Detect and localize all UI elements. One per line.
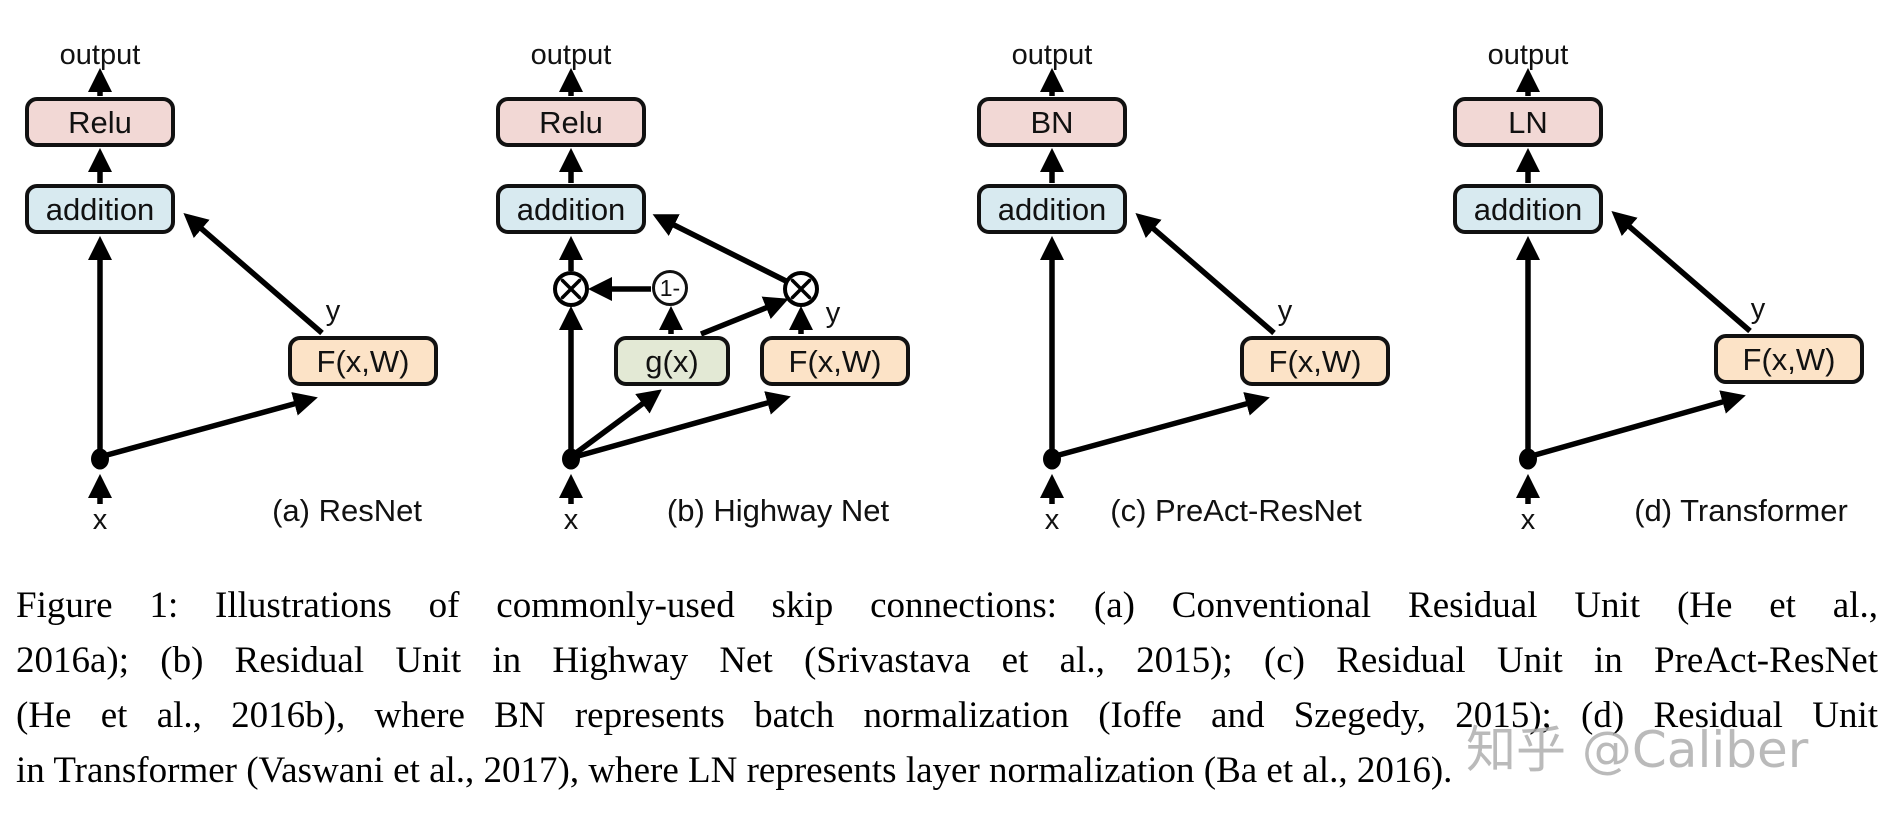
output-label: output	[1011, 39, 1093, 71]
panel-caption-b: (b) Highway Net	[666, 493, 890, 528]
f-box-label: F(x,W)	[1268, 343, 1362, 379]
panel-b-wires	[553, 67, 819, 504]
addition-box-label: addition	[1473, 191, 1583, 227]
gate-one-minus-circle: 1-	[652, 270, 688, 306]
panel-caption-d: (d) Transformer	[1634, 493, 1848, 528]
relu-box: Relu	[25, 97, 175, 147]
arrow-x-to-g	[574, 389, 662, 456]
arrow-x-to-f	[577, 391, 791, 459]
ln-box-label: LN	[1508, 104, 1548, 140]
relu-box: Relu	[496, 97, 646, 147]
addition-box: addition	[25, 184, 175, 234]
y-label: y	[1750, 293, 1766, 325]
f-box-label: F(x,W)	[1742, 341, 1836, 377]
addition-box-label: addition	[997, 191, 1107, 227]
g-box-label: g(x)	[645, 343, 699, 379]
caption-line-2: 2016a); (b) Residual Unit in Highway Net…	[16, 640, 1878, 681]
x-branch-dot	[1043, 448, 1061, 470]
gate-one-minus-label: 1-	[659, 274, 681, 301]
relu-box-label: Relu	[539, 104, 603, 140]
panel-d-wires	[1515, 67, 1752, 504]
relu-box-label: Relu	[68, 104, 132, 140]
arrow-x-to-f	[1058, 392, 1270, 458]
y-label: y	[825, 297, 841, 329]
output-label: output	[1487, 39, 1569, 71]
panel-c-wires	[1039, 67, 1276, 504]
arrow-x-to-f	[1534, 390, 1746, 458]
x-label: x	[1520, 504, 1536, 536]
addition-box: addition	[496, 184, 646, 234]
f-box: F(x,W)	[288, 336, 438, 386]
multiply2-icon	[783, 271, 819, 307]
multiply-icon	[553, 271, 589, 307]
addition-box-label: addition	[516, 191, 626, 227]
bn-box-label: BN	[1030, 104, 1074, 140]
arrow-multiply2-to-addition	[652, 214, 788, 284]
x-branch-dot	[562, 448, 580, 470]
f-box: F(x,W)	[1240, 336, 1390, 386]
caption-line-1: Figure 1: Illustrations of commonly-used…	[16, 585, 1878, 626]
f-box: F(x,W)	[760, 336, 910, 386]
f-box-label: F(x,W)	[316, 343, 410, 379]
f-box: F(x,W)	[1714, 334, 1864, 384]
x-label: x	[563, 504, 579, 536]
f-box-label: F(x,W)	[788, 343, 882, 379]
arrow-x-to-f	[106, 392, 318, 458]
arrow-f-to-addition	[1135, 213, 1276, 336]
arrow-f-to-addition	[1611, 211, 1752, 334]
diagram-wires	[87, 67, 1752, 504]
addition-box: addition	[977, 184, 1127, 234]
g-box: g(x)	[614, 336, 730, 386]
x-branch-dot	[1519, 448, 1537, 470]
x-label: x	[1044, 504, 1060, 536]
x-branch-dot	[91, 448, 109, 470]
addition-box: addition	[1453, 184, 1603, 234]
arrow-f-to-addition	[183, 213, 324, 336]
output-label: output	[530, 39, 612, 71]
addition-box-label: addition	[45, 191, 155, 227]
caption-line-4: in Transformer (Vaswani et al., 2017), w…	[16, 750, 1453, 791]
y-label: y	[1277, 295, 1293, 327]
ln-box: LN	[1453, 97, 1603, 147]
panel-caption-c: (c) PreAct-ResNet	[1110, 493, 1362, 528]
y-label: y	[325, 295, 341, 327]
x-label: x	[92, 504, 108, 536]
panel-caption-a: (a) ResNet	[272, 493, 422, 528]
arrow-g-to-multiply2	[699, 296, 789, 337]
bn-box: BN	[977, 97, 1127, 147]
zhihu-watermark: 知乎 @Caliber	[1466, 721, 1809, 779]
output-label: output	[59, 39, 141, 71]
figure-caption: Figure 1: Illustrations of commonly-used…	[16, 578, 1878, 798]
caption-line-3: (He et al., 2016b), where BN represents …	[16, 695, 1878, 736]
panel-a-wires	[87, 67, 324, 504]
